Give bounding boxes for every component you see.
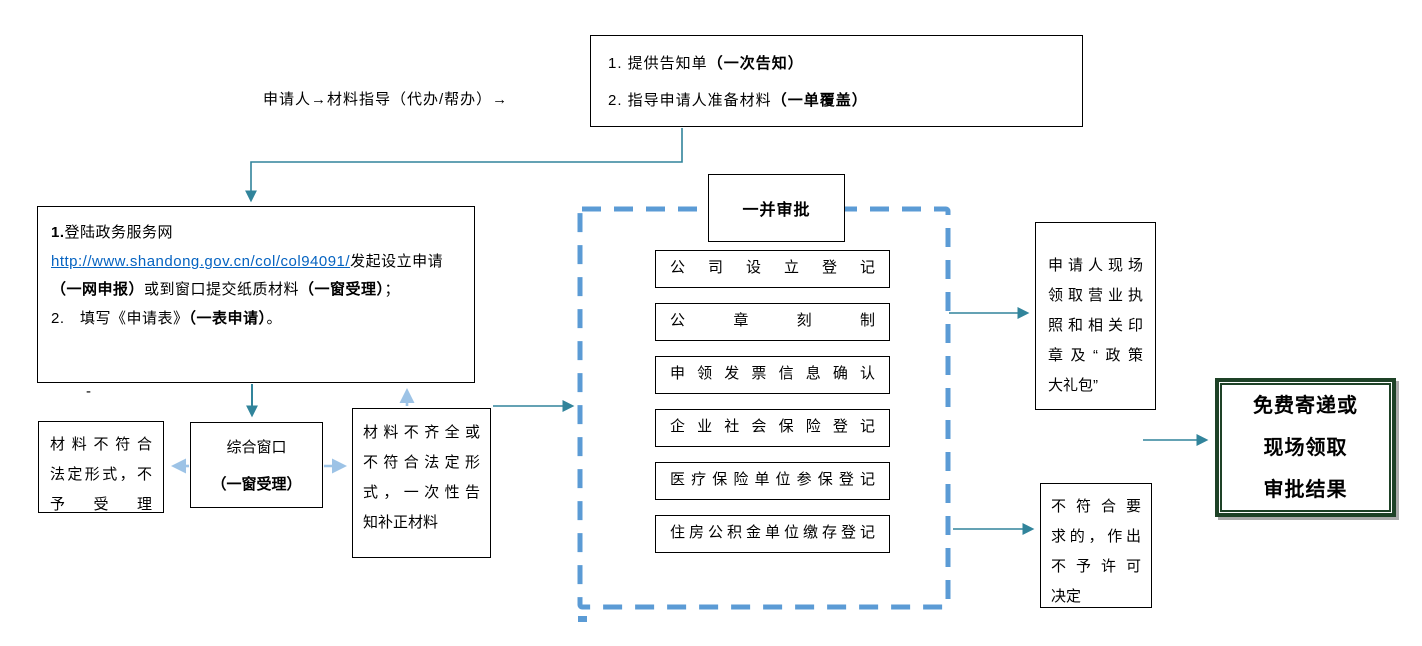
online-apply-box: 1.登陆政务服务网 http://www.shandong.gov.cn/col… — [37, 206, 475, 383]
text-line: 决定 — [1051, 588, 1082, 605]
text-segment: 2. 指导申请人准备材料 — [608, 92, 772, 109]
approval-item: 申领发票信息确认 — [655, 356, 890, 394]
reject-box: 材料不符合法定形式，不予受理 — [38, 421, 164, 513]
text-line: 不予许可 — [1051, 558, 1141, 575]
text-segment: 发起设立申请 — [350, 252, 444, 270]
deny-decision-box: 不符合要求的，作出不予许可决定 — [1040, 483, 1152, 608]
supplement-materials-box: 材料不齐全或不符合法定形式，一次性告知补正材料 — [352, 408, 491, 558]
text-segment: 2. 填写《申请表》 — [51, 309, 189, 327]
text-line: 申请人现场 — [1048, 257, 1143, 274]
approval-item: 公司设立登记 — [655, 250, 890, 288]
apply-line-3: （一网申报）或到窗口提交纸质材料（一窗受理）； — [51, 276, 461, 305]
approval-items-list: 公司设立登记公章刻制申领发票信息确认企业社会保险登记医疗保险单位参保登记住房公积… — [655, 250, 890, 553]
text-line: 领取营业执 — [1048, 287, 1143, 304]
text-line: 不符合要 — [1051, 498, 1141, 515]
text-segment: 登陆政务服务网 — [64, 224, 174, 241]
text-segment: （一窗受理） — [299, 281, 385, 298]
text-line: 章及“政策 — [1048, 347, 1143, 364]
text-line: 法定形式，不 — [50, 466, 152, 483]
approval-item: 住房公积金单位缴存登记 — [655, 515, 890, 553]
text-segment: （一次告知） — [707, 55, 804, 72]
text-line: 照和相关印 — [1048, 317, 1143, 334]
text-line: 现场领取 — [1263, 436, 1348, 459]
apply-line-4: 2. 填写《申请表》（一表申请）。 — [51, 305, 461, 334]
text-line: 不符合法定形 — [363, 454, 480, 471]
hyperlink-text[interactable]: http://www.shandong.gov.cn/col/col94091/ — [51, 252, 351, 270]
onsite-pickup-box: 申请人现场领取营业执照和相关印章及“政策大礼包” — [1035, 222, 1156, 410]
text-line: 材料不符合 — [50, 436, 152, 453]
text-line: 审批结果 — [1263, 478, 1348, 501]
text-segment: （一单覆盖） — [771, 92, 868, 109]
applicant-guidance-label: 申请人→材料指导（代办/帮办）→ — [263, 91, 509, 108]
connector-notice-to-apply — [245, 128, 683, 203]
dashed-border-fragment — [578, 616, 587, 622]
text-line: 予受理 — [50, 496, 152, 513]
text-line: 大礼包” — [1048, 377, 1098, 394]
text-segment: （一表申请） — [188, 309, 267, 327]
text-line: 知补正材料 — [363, 514, 439, 531]
text-segment: 1. 提供告知单 — [608, 55, 708, 72]
notice-line-1: 1. 提供告知单（一次告知） — [608, 45, 1065, 82]
comprehensive-window-box: 综合窗口 （一窗受理） — [190, 422, 323, 508]
text-segment: 。 — [266, 309, 283, 327]
text-line: 免费寄递或 — [1253, 394, 1358, 417]
approval-item: 企业社会保险登记 — [655, 409, 890, 447]
notice-box: 1. 提供告知单（一次告知） 2. 指导申请人准备材料（一单覆盖） — [590, 35, 1083, 127]
text-line: 式，一次性告 — [363, 484, 480, 501]
text-line: 求的，作出 — [1051, 528, 1141, 545]
result-delivery-box: 免费寄递或现场领取审批结果 — [1215, 378, 1396, 517]
stray-dash-text: - — [86, 383, 91, 400]
notice-line-2: 2. 指导申请人准备材料（一单覆盖） — [608, 82, 1065, 119]
text-segment: 1. — [51, 224, 65, 241]
apply-line-2: http://www.shandong.gov.cn/col/col94091/… — [51, 248, 461, 277]
text-segment: （一网申报） — [51, 281, 145, 298]
joint-approval-title-box: 一并审批 — [708, 174, 845, 242]
window-sublabel: （一窗受理） — [211, 476, 302, 493]
approval-item: 医疗保险单位参保登记 — [655, 462, 890, 500]
text-segment: ； — [384, 281, 401, 298]
text-segment: 或到窗口提交纸质材料 — [144, 281, 300, 298]
text-line: 材料不齐全或 — [363, 424, 480, 441]
approval-item: 公章刻制 — [655, 303, 890, 341]
apply-line-1: 1.登陆政务服务网 — [51, 219, 461, 248]
result-delivery-text: 免费寄递或现场领取审批结果 — [1220, 383, 1391, 512]
window-label: 综合窗口 — [226, 439, 287, 456]
